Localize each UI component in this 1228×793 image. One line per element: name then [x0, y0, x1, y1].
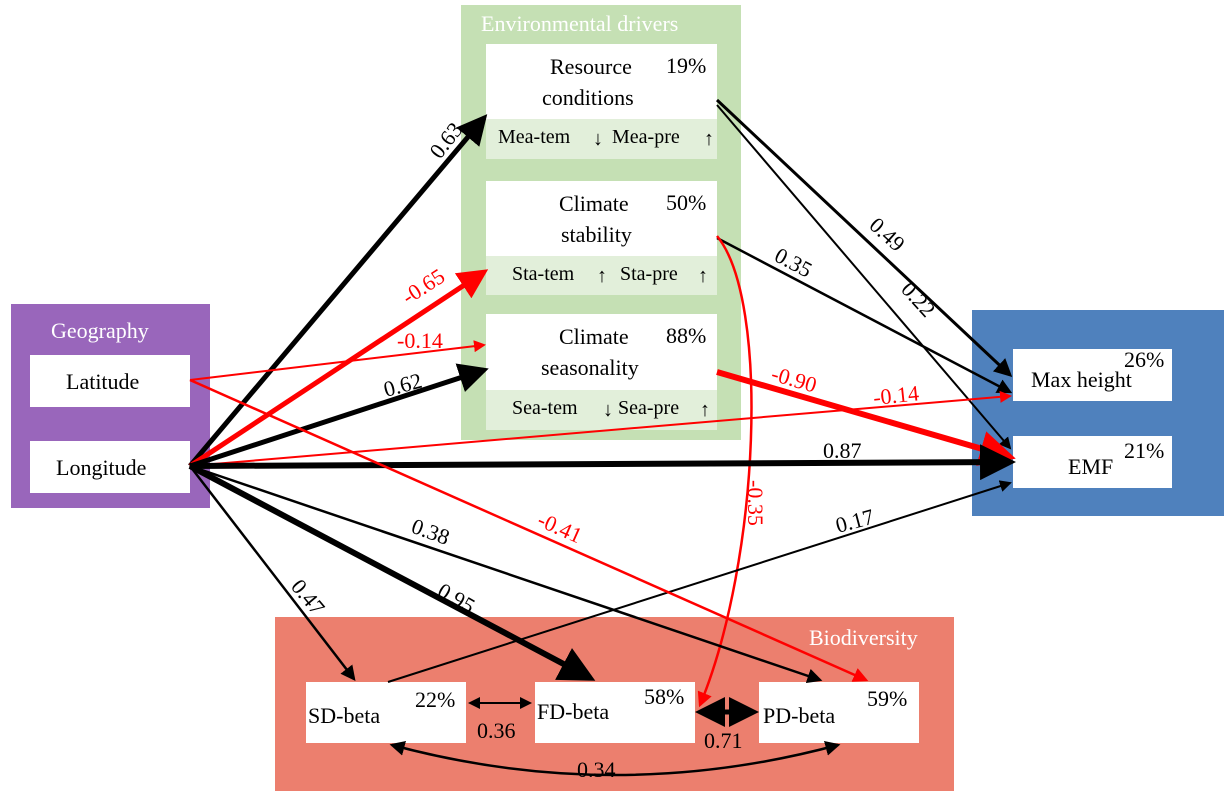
sea-pre-label: Sea-pre — [618, 397, 680, 419]
resource-conditions-label-line2: conditions — [542, 85, 634, 110]
path-longitude-fdbeta — [188, 463, 596, 681]
climate-stability-node: Climate stability 50% Sta-tem ↑ Sta-pre … — [486, 181, 717, 295]
path-longitude-resource — [188, 114, 488, 468]
path-longitude-seasonality — [189, 363, 489, 469]
fd-beta-r2: 58% — [644, 684, 685, 709]
max-height-r2: 26% — [1124, 347, 1165, 372]
climate-seasonality-node: Climate seasonality 88% Sea-tem ↓ Sea-pr… — [486, 314, 717, 430]
environmental-drivers-title: Environmental drivers — [481, 11, 679, 36]
emf-r2: 21% — [1124, 438, 1165, 463]
coef-resource-maxheight: 0.49 — [865, 212, 910, 256]
sta-pre-label: Sta-pre — [620, 263, 678, 285]
geography-title: Geography — [51, 318, 149, 343]
pd-beta-r2: 59% — [867, 686, 908, 711]
path-longitude-stability — [188, 269, 489, 469]
climate-stability-label-line1: Climate — [559, 191, 629, 216]
resource-conditions-indicators: Mea-tem ↓ Mea-pre ↑ — [486, 119, 717, 159]
sea-pre-arrow-icon: ↑ — [700, 399, 710, 421]
sd-beta-r2: 22% — [415, 687, 456, 712]
coef-stability-fdbeta: -0.35 — [743, 480, 768, 526]
path-seasonality-emf — [716, 369, 1016, 466]
sea-tem-arrow-icon: ↓ — [603, 399, 613, 421]
coef-longitude-sdbeta: 0.47 — [286, 574, 330, 620]
sta-tem-label: Sta-tem — [512, 263, 575, 285]
mea-pre-arrow-icon: ↑ — [704, 128, 714, 150]
path-latitude-pdbeta — [189, 378, 869, 682]
resource-conditions-label-line1: Resource — [550, 54, 632, 79]
path-longitude-emf — [189, 444, 1016, 481]
pd-beta-node: PD-beta 59% — [759, 682, 919, 743]
longitude-label: Longitude — [56, 455, 147, 480]
corr-sdbeta-pdbeta — [389, 741, 841, 777]
latitude-label: Latitude — [66, 369, 140, 394]
mea-tem-label: Mea-tem — [498, 126, 571, 148]
sea-tem-label: Sea-tem — [512, 397, 578, 419]
climate-stability-r2: 50% — [666, 190, 707, 215]
climate-stability-label-line2: stability — [561, 222, 632, 247]
path-latitude-seasonality — [189, 340, 486, 381]
latitude-node: Latitude — [30, 355, 190, 407]
path-stability-maxheight — [716, 236, 1013, 394]
coef-latitude-seasonality: -0.14 — [397, 328, 443, 353]
climate-seasonality-label-line2: seasonality — [541, 355, 639, 380]
climate-seasonality-r2: 88% — [666, 323, 707, 348]
path-sdbeta-emf — [387, 480, 1012, 683]
path-resource-emf — [716, 104, 1012, 450]
path-longitude-maxheight — [189, 390, 1012, 467]
coef-sdbeta-fdbeta: 0.36 — [477, 718, 516, 743]
coef-sdbeta-pdbeta: 0.34 — [577, 757, 616, 782]
coef-longitude-pdbeta: 0.38 — [408, 513, 453, 550]
sd-beta-label: SD-beta — [308, 703, 381, 728]
coef-stability-maxheight: 0.35 — [771, 242, 817, 282]
climate-seasonality-label-line1: Climate — [559, 324, 629, 349]
mea-tem-arrow-icon: ↓ — [593, 128, 603, 150]
max-height-node: Max height 26% — [1013, 347, 1172, 401]
pd-beta-label: PD-beta — [763, 703, 836, 728]
coef-longitude-seasonality: 0.62 — [381, 368, 425, 402]
sta-tem-arrow-icon: ↑ — [597, 265, 607, 287]
path-stability-fdbeta — [697, 235, 753, 708]
max-height-label: Max height — [1031, 367, 1132, 392]
coef-latitude-pdbeta: -0.41 — [534, 507, 586, 548]
mea-pre-label: Mea-pre — [612, 126, 680, 148]
longitude-node: Longitude — [30, 441, 190, 493]
path-longitude-sdbeta — [189, 465, 356, 681]
emf-label: EMF — [1068, 454, 1114, 479]
path-resource-maxheight — [715, 98, 1013, 378]
coef-longitude-maxheight: -0.14 — [872, 380, 920, 410]
climate-seasonality-indicators: Sea-tem ↓ Sea-pre ↑ — [486, 390, 717, 430]
resource-conditions-node: Resource conditions 19% Mea-tem ↓ Mea-pr… — [486, 44, 717, 159]
climate-stability-indicators: Sta-tem ↑ Sta-pre ↑ — [486, 256, 717, 295]
coef-longitude-resource: 0.63 — [424, 117, 467, 163]
coef-sdbeta-emf: 0.17 — [833, 504, 877, 538]
emf-node: EMF 21% — [1013, 436, 1172, 488]
coef-resource-emf: 0.22 — [896, 277, 940, 322]
fd-beta-label: FD-beta — [537, 699, 610, 724]
sd-beta-node: SD-beta 22% — [306, 682, 466, 743]
fd-beta-node: FD-beta 58% — [535, 682, 695, 743]
resource-conditions-r2: 19% — [666, 53, 707, 78]
path-longitude-pdbeta — [189, 464, 823, 684]
coef-fdbeta-pdbeta: 0.71 — [704, 728, 743, 753]
sta-pre-arrow-icon: ↑ — [698, 265, 708, 287]
coef-longitude-emf: 0.87 — [823, 438, 862, 463]
biodiversity-title: Biodiversity — [809, 625, 918, 650]
